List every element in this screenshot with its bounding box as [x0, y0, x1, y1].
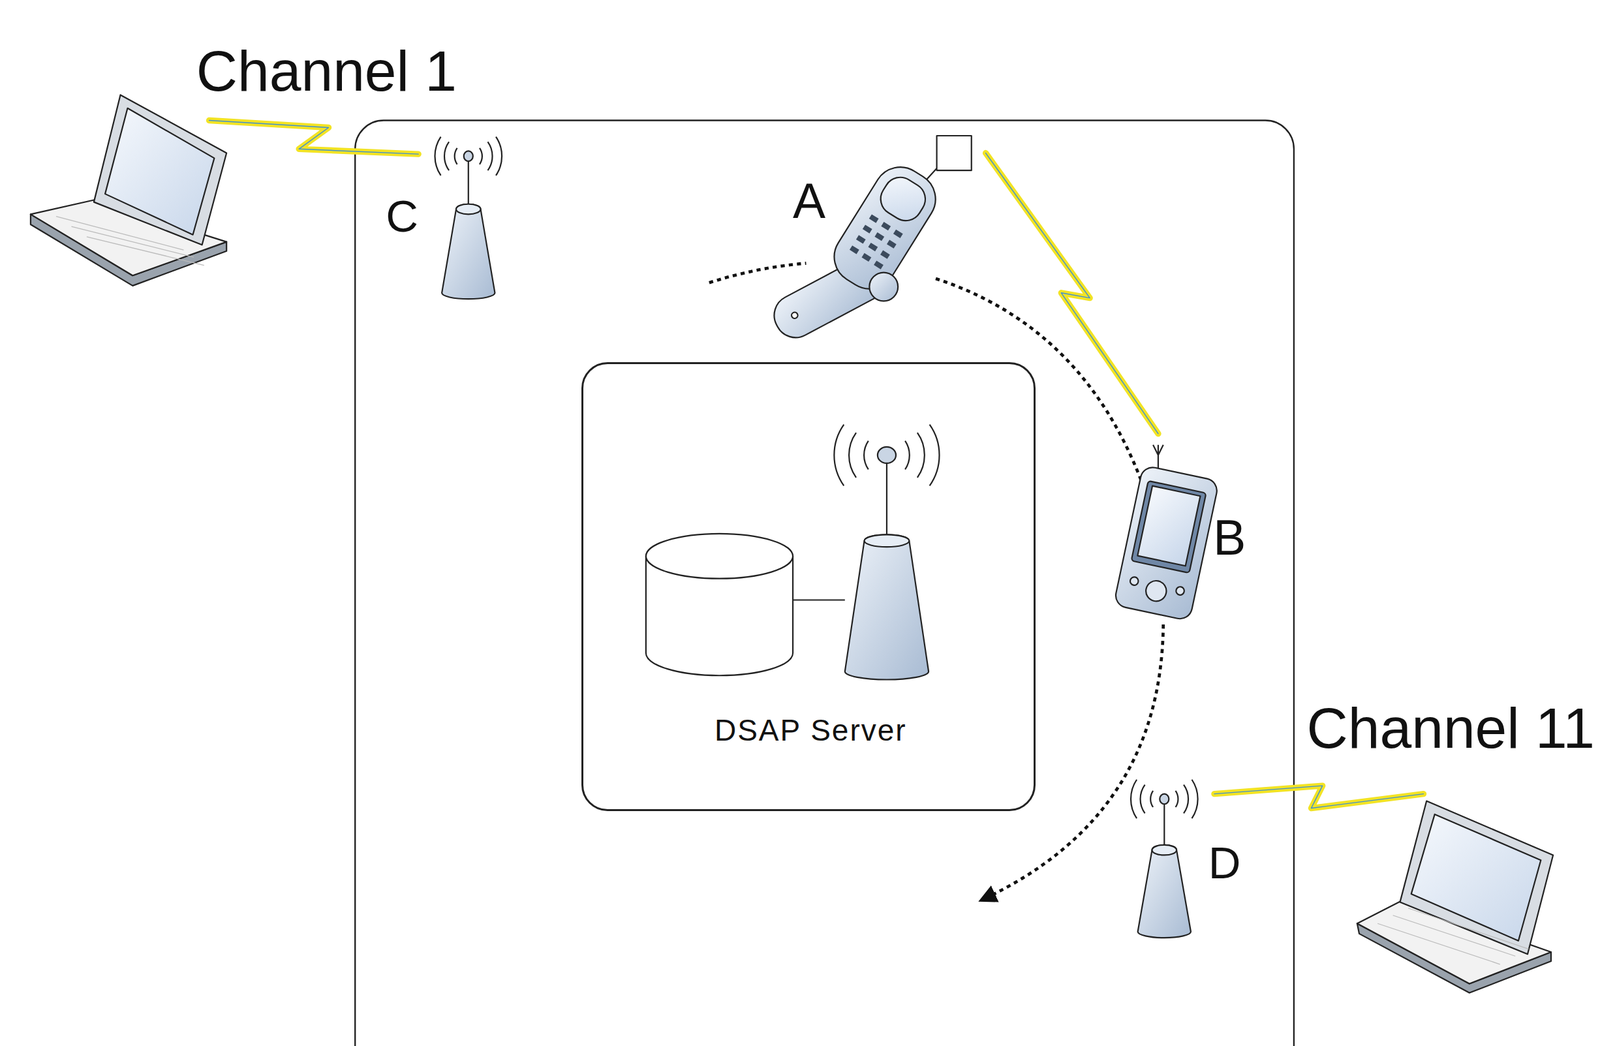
- laptop-part-part: [1408, 908, 1529, 950]
- server-antenna-part: [833, 424, 868, 487]
- wireless-link-part: [209, 120, 419, 155]
- server-antenna-part: [845, 534, 929, 680]
- pda: [1113, 445, 1220, 622]
- access-point-part: [1138, 845, 1191, 938]
- laptop-part-part: [71, 226, 194, 258]
- wireless-link-part: [209, 120, 419, 155]
- channel-label: Channel 1: [196, 39, 457, 103]
- server-antenna: [833, 424, 939, 680]
- wireless-link-part: [985, 153, 1159, 434]
- access-point-part: [434, 137, 457, 176]
- flip-phone-part-part-part: [880, 221, 891, 231]
- flip-phone-part-part-part: [849, 245, 860, 254]
- laptop-part: [93, 94, 227, 245]
- flip-phone-part-part-part: [874, 232, 885, 241]
- laptop-part: [1411, 814, 1542, 941]
- flip-phone-part-part-part: [893, 229, 904, 239]
- flip-phone-part-part: [790, 311, 799, 320]
- flip-phone-part-part-part: [880, 250, 891, 260]
- flip-phone: [767, 135, 972, 345]
- laptop-part-part: [1393, 915, 1516, 957]
- database-part: [792, 599, 846, 601]
- device-label: D: [1208, 838, 1242, 889]
- access-point-part: [1159, 794, 1169, 805]
- server-box: DSAP Server: [581, 362, 1036, 812]
- wireless-link-part: [1214, 785, 1424, 808]
- access-point-part: [463, 150, 474, 162]
- pda-part-part: [1131, 480, 1207, 573]
- server-antenna-part: [864, 534, 910, 547]
- laptop-part-part: [1377, 923, 1501, 965]
- database-part: [646, 533, 793, 579]
- device-label: B: [1213, 510, 1246, 566]
- laptop-part: [1377, 908, 1529, 965]
- database: [646, 533, 846, 676]
- server-antenna-part: [905, 424, 939, 487]
- flip-phone-part-part: [849, 214, 904, 269]
- flip-phone-part-part: [874, 170, 932, 227]
- pda-part-part: [1129, 576, 1140, 586]
- flip-phone-part: [937, 135, 972, 171]
- pda-part-part: [1113, 465, 1220, 622]
- laptop-part: [105, 108, 215, 235]
- access-point-part: [441, 204, 495, 299]
- flip-phone-part-part-part: [867, 242, 878, 252]
- access-point-part: [1175, 779, 1198, 819]
- access-point-part: [456, 204, 481, 215]
- device-label: C: [385, 191, 419, 242]
- movement-path-part: [709, 262, 807, 283]
- movement-path-part: [981, 624, 1163, 900]
- flip-phone-part-part-part: [886, 240, 897, 249]
- pda-part: [1113, 465, 1220, 622]
- pda-part-part: [1175, 585, 1185, 596]
- coverage-region: [354, 120, 1294, 1046]
- laptop-part: [56, 216, 205, 266]
- access-point: [1130, 779, 1199, 938]
- server-antenna-part: [877, 446, 896, 464]
- access-point-part: [1152, 845, 1178, 856]
- laptop-part-part: [86, 236, 205, 266]
- pda-part-part: [1143, 578, 1169, 603]
- flip-phone-part-part-part: [862, 224, 873, 233]
- access-point-part: [1130, 779, 1154, 819]
- wireless-link-part: [1214, 785, 1424, 808]
- flip-phone-part-part-part: [869, 214, 879, 223]
- node-title: DSAP Server: [714, 713, 908, 748]
- movement-path-part: [935, 278, 1141, 480]
- laptop: [1357, 801, 1554, 994]
- server-antenna-part: [886, 461, 888, 541]
- flip-phone-part-part-part: [873, 260, 884, 269]
- network-illustration-part: [30, 94, 1554, 1046]
- wireless-link-part: [985, 153, 1159, 434]
- laptop-part: [1400, 801, 1554, 955]
- laptop: [30, 94, 227, 286]
- wireless-link: [209, 120, 1424, 809]
- access-point: [434, 137, 502, 300]
- access-point-part: [479, 137, 502, 176]
- flip-phone-part-part-part: [856, 234, 866, 244]
- channel-label: Channel 11: [1307, 696, 1595, 760]
- pda-part-part: [1137, 486, 1200, 567]
- flip-phone-part-part-part: [861, 253, 872, 262]
- device-label: A: [792, 174, 826, 229]
- flip-phone-part: [869, 272, 898, 302]
